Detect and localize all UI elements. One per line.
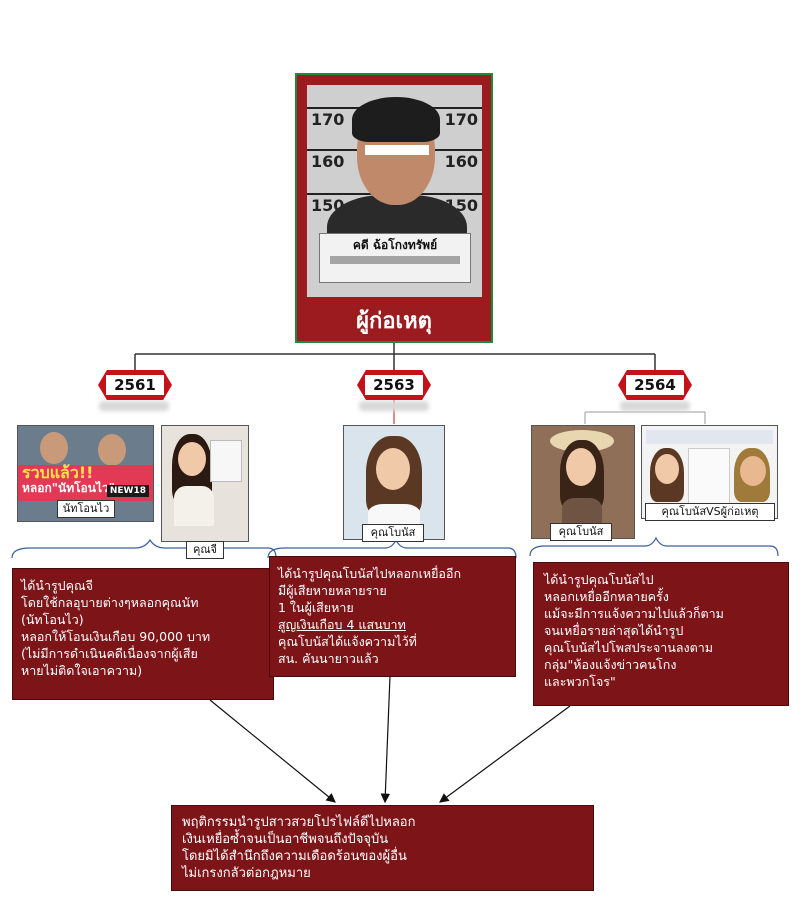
summary-line: คุณโบนัสไปโพสประจานลงตาม <box>544 640 713 655</box>
ruler-mark: 160 <box>444 152 478 171</box>
suspect-label: ผู้ก่อเหตุ <box>356 309 432 334</box>
news-channel-badge: NEW18 <box>106 485 149 497</box>
year-label: 2561 <box>106 375 164 395</box>
ruler-mark: 170 <box>444 110 478 129</box>
conclusion-box: พฤติกรรมนำรูปสาวสวยโปรไฟล์ดีไปหลอก เงินเ… <box>171 805 594 891</box>
conclusion-line: พฤติกรรมนำรูปสาวสวยโปรไฟล์ดีไปหลอก <box>182 815 416 830</box>
khun-ji-photo <box>161 425 249 542</box>
placard-text: คดี ฉ้อโกงทรัพย์ <box>352 238 438 252</box>
year-tag-2563: 2563 <box>357 370 431 400</box>
year-label: 2563 <box>365 375 423 395</box>
summary-line: แม้จะมีการแจ้งความไปแล้วก็ตาม <box>544 606 724 621</box>
year-tag-2561: 2561 <box>98 370 172 400</box>
summary-line-highlight: สูญเงินเกือบ 4 แสนบาท <box>278 617 406 632</box>
ruler-mark: 170 <box>311 110 345 129</box>
caption-bonus-vs-suspect: คุณโบนัสVSผู้ก่อเหตุ <box>645 503 775 521</box>
conclusion-line: เงินเหยื่อซ้ำจนเป็นอาชีพจนถึงปัจจุบัน <box>182 832 389 847</box>
summary-line: กลุ่ม"ห้องแจ้งข่าวคนโกง <box>544 657 677 672</box>
summary-line: 1 ในผู้เสียหาย <box>278 600 354 615</box>
summary-line: หลอกเหยื่ออีกหลายครั้ง <box>544 589 669 604</box>
summary-line: และพวกโจร" <box>544 674 616 689</box>
mugshot-placard: คดี ฉ้อโกงทรัพย์ <box>319 233 471 283</box>
summary-line: หลอกให้โอนเงินเกือบ 90,000 บาท <box>21 629 211 644</box>
summary-line: (ไม่มีการดำเนินคดีเนื่องจากผู้เสีย <box>21 646 198 661</box>
caption-nat: นัทโอนไว <box>57 500 115 518</box>
suspect-mugshot: 170 170 160 160 150 150 คดี ฉ้อโกงทรัพย์ <box>307 85 482 297</box>
bonus-photo-2563 <box>343 425 445 540</box>
bonus-photo-2564 <box>531 425 635 539</box>
caption-khun-ji: คุณจี <box>186 541 224 559</box>
summary-line: หายไม่ติดใจเอาความ) <box>21 663 143 678</box>
caption-bonus-2563: คุณโบนัส <box>362 524 424 542</box>
eye-censor-bar <box>365 145 429 155</box>
summary-line: คุณโบนัสได้แจ้งความไว้ที่ <box>278 634 417 649</box>
news-headline: รวบแล้ว!! หลอก"นัทโอนไว" <box>22 463 115 496</box>
year-label: 2564 <box>626 375 684 395</box>
ruler-mark: 160 <box>311 152 345 171</box>
conclusion-line: โดยมิได้สำนึกถึงความเดือดร้อนของผู้อื่น <box>182 849 407 864</box>
summary-line: จนเหยื่อรายล่าสุดได้นำรูป <box>544 623 684 638</box>
summary-line: (นัทโอนไว) <box>21 612 84 627</box>
summary-box-2564: ได้นำรูปคุณโบนัสไป หลอกเหยื่ออีกหลายครั้… <box>533 562 789 706</box>
summary-line: ได้นำรูปคุณโบนัสไปหลอกเหยื่ออีก <box>278 566 462 581</box>
summary-line: ได้นำรูปคุณโบนัสไป <box>544 572 654 587</box>
summary-line: ได้นำรูปคุณจี <box>21 578 93 593</box>
summary-line: โดยใช้กลอุบายต่างๆหลอกคุณนัท <box>21 595 199 610</box>
summary-box-2561: ได้นำรูปคุณจี โดยใช้กลอุบายต่างๆหลอกคุณน… <box>12 568 274 700</box>
summary-line: สน. คันนายาวแล้ว <box>278 651 379 666</box>
caption-bonus-2564: คุณโบนัส <box>550 523 612 541</box>
suspect-card: 170 170 160 160 150 150 คดี ฉ้อโกงทรัพย์… <box>295 73 493 343</box>
summary-box-2563: ได้นำรูปคุณโบนัสไปหลอกเหยื่ออีก มีผู้เสี… <box>269 556 516 677</box>
year-tag-2564: 2564 <box>618 370 692 400</box>
summary-line: มีผู้เสียหายหลายราย <box>278 583 387 598</box>
conclusion-line: ไม่เกรงกลัวต่อกฎหมาย <box>182 866 311 881</box>
